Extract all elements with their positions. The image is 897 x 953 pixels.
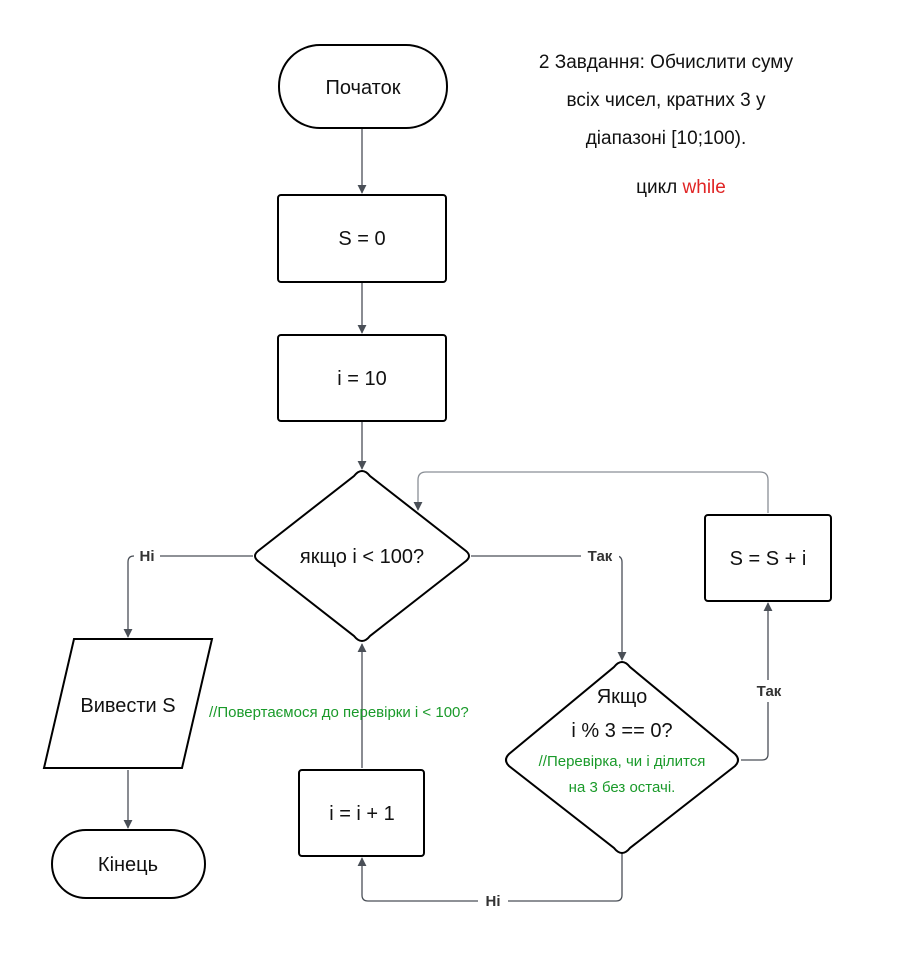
node-loop-condition-label: якщо i < 100?	[300, 546, 424, 568]
decision-shape	[254, 469, 470, 643]
loop-type-label: цикл while	[636, 177, 726, 198]
node-increment: i = i + 1	[298, 769, 425, 857]
node-end-label: Кінець	[98, 854, 158, 876]
edge-condition-yes-to-mod-check	[471, 555, 627, 661]
process-shape	[277, 194, 447, 283]
node-output: Вивести S	[42, 638, 214, 769]
decision-shape	[505, 660, 739, 855]
node-accumulate: S = S + i	[704, 514, 832, 602]
node-output-label: Вивести S	[80, 695, 175, 717]
node-mod-check: Якщо i % 3 == 0? //Перевірка, чи i ділит…	[505, 660, 739, 855]
loop-type-keyword: while	[682, 177, 726, 198]
node-loop-condition: якщо i < 100?	[254, 469, 470, 643]
terminator-shape	[278, 44, 448, 129]
task-line-2: всіх чисел, кратних 3 у	[567, 90, 766, 111]
node-mod-comment-line-2: на 3 без остачі.	[569, 779, 676, 796]
node-start-label: Початок	[326, 77, 401, 99]
task-description: 2 Завдання: Обчислити суму всіх чисел, к…	[539, 52, 794, 198]
node-mod-check-line-1: Якщо	[597, 686, 648, 708]
node-mod-check-line-2: i % 3 == 0?	[571, 720, 672, 742]
node-end: Кінець	[51, 829, 206, 899]
node-init-s: S = 0	[277, 194, 447, 283]
edge-label-loop-no: Ні	[140, 548, 155, 565]
node-accumulate-label: S = S + i	[730, 548, 807, 570]
task-line-1: 2 Завдання: Обчислити суму	[539, 52, 794, 73]
process-shape	[704, 514, 832, 602]
node-init-i: i = 10	[277, 334, 447, 422]
node-mod-comment-line-1: //Перевірка, чи i ділится	[539, 753, 706, 770]
io-shape	[42, 638, 214, 769]
loop-type-prefix: цикл	[636, 177, 682, 198]
task-line-3: діапазоні [10;100).	[586, 128, 747, 149]
edge-label-loop-yes: Так	[588, 548, 613, 565]
edge-labels: Ні Так Так Ні	[134, 546, 788, 911]
terminator-shape	[51, 829, 206, 899]
node-init-i-label: i = 10	[337, 368, 386, 390]
process-shape	[298, 769, 425, 857]
edge-mod-yes-to-accumulate	[741, 602, 773, 761]
node-increment-label: i = i + 1	[329, 803, 395, 825]
return-comment: //Повертаємося до перевірки i < 100?	[209, 704, 469, 721]
edge-label-mod-yes: Так	[757, 683, 782, 700]
node-start: Початок	[278, 44, 448, 129]
process-shape	[277, 334, 447, 422]
edge-condition-no-to-output	[123, 555, 253, 638]
edge-label-mod-no: Ні	[486, 893, 501, 910]
edge-accumulate-to-condition	[413, 471, 769, 513]
node-init-s-label: S = 0	[338, 228, 385, 250]
